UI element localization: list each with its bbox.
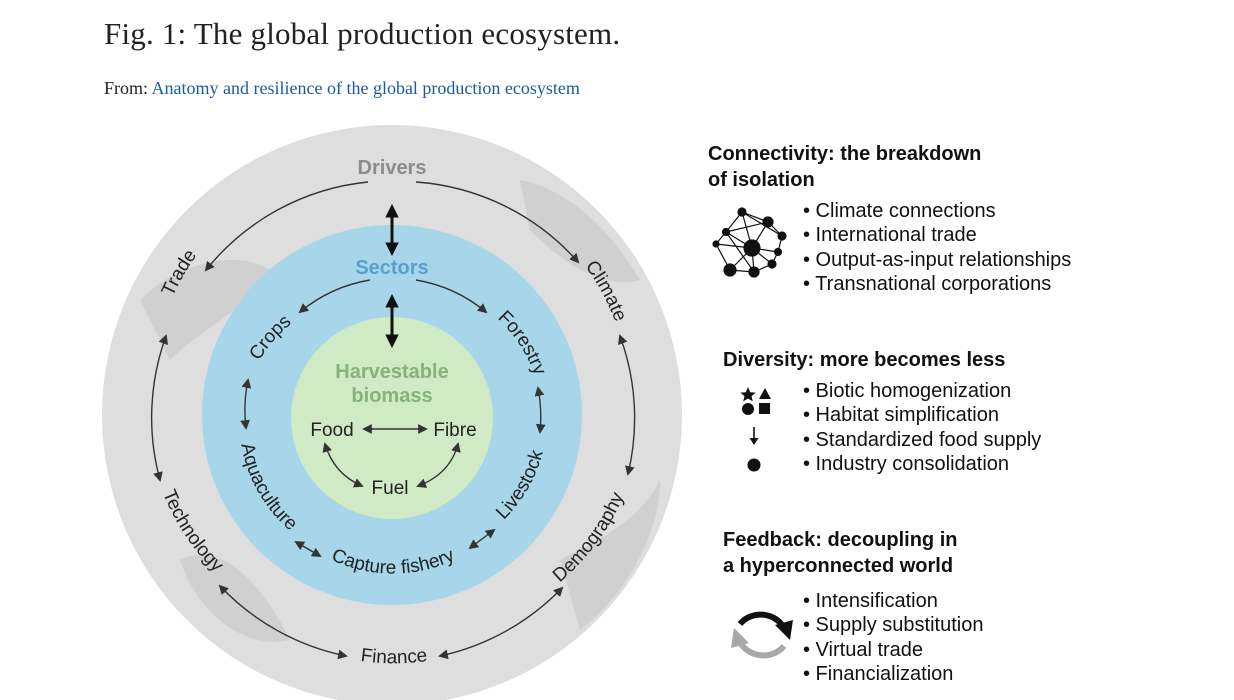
biomass-arrows <box>322 424 461 488</box>
list-item: • Financialization <box>803 662 954 685</box>
list-item: • International trade <box>803 224 977 247</box>
list-item: • Climate connections <box>803 200 996 222</box>
from-prefix: From: <box>104 78 152 98</box>
list-item: • Virtual trade <box>803 638 924 661</box>
from-line: From: Anatomy and resilience of the glob… <box>104 78 580 99</box>
list-item: • Intensification <box>803 590 938 612</box>
list-item: • Supply substitution <box>803 614 984 637</box>
list-item: • Standardized food supply <box>803 428 1042 451</box>
article-link[interactable]: Anatomy and resilience of the global pro… <box>151 78 580 98</box>
list-item: • Output-as-input relationships <box>803 248 1072 271</box>
network-icon <box>712 207 787 278</box>
fuel-label: Fuel <box>372 478 409 499</box>
cycle-arrows-icon <box>731 611 793 659</box>
list-item: • Habitat simplification <box>803 404 999 427</box>
connectivity-heading-line1: Connectivity: the breakdown <box>708 143 982 165</box>
sectors-arrows <box>240 279 546 557</box>
feedback-panel: Feedback: decoupling in a hyperconnected… <box>723 527 957 579</box>
feedback-list: • Intensification • Supply substitution … <box>803 589 983 686</box>
food-label: Food <box>310 420 353 441</box>
connectivity-panel: Connectivity: the breakdown of isolation <box>708 141 981 193</box>
figure-title: Fig. 1: The global production ecosystem. <box>104 16 621 51</box>
diversity-heading: Diversity: more becomes less <box>723 349 1006 371</box>
drivers-arrows <box>150 181 636 660</box>
connectivity-heading-line2: of isolation <box>708 169 815 191</box>
biomass-title-line1: Harvestable <box>335 361 448 383</box>
sectors-title: Sectors <box>355 257 428 279</box>
biomass-title-line2: biomass <box>351 385 432 407</box>
feedback-heading-line2: a hyperconnected world <box>723 555 954 577</box>
diversity-panel: Diversity: more becomes less <box>723 347 1005 373</box>
finance-label: Finance <box>360 645 429 668</box>
fibre-label: Fibre <box>433 420 476 441</box>
connectivity-list: • Climate connections • International tr… <box>803 199 1071 296</box>
feedback-heading-line1: Feedback: decoupling in <box>723 529 958 551</box>
drivers-title: Drivers <box>358 157 427 179</box>
diversity-list: • Biotic homogenization • Habitat simpli… <box>803 379 1041 476</box>
list-item: • Biotic homogenization <box>803 380 1012 402</box>
list-item: • Transnational corporations <box>803 272 1052 295</box>
list-item: • Industry consolidation <box>803 452 1010 475</box>
shapes-to-dot-icon <box>740 387 771 472</box>
